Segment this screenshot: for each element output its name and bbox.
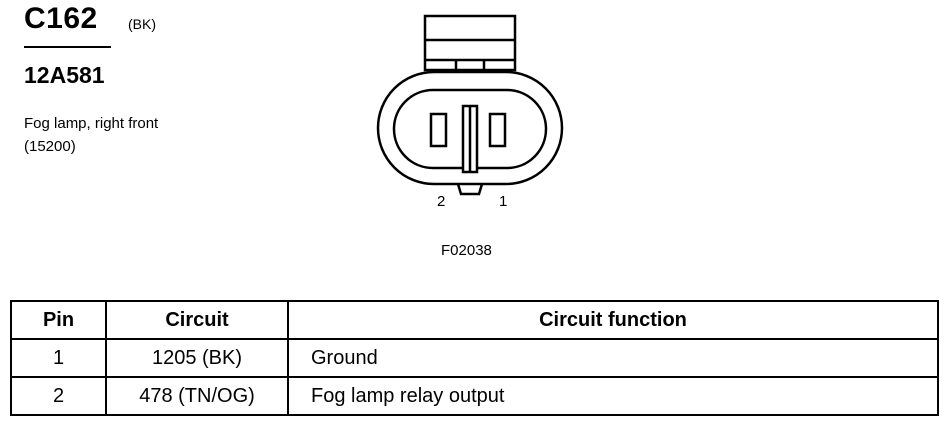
latch-housing [423, 14, 517, 72]
connector-description-code: (15200) [24, 138, 76, 155]
table-row: 1 1205 (BK) Ground [10, 338, 939, 378]
pin-label-2: 2 [437, 193, 446, 210]
header-pin: Pin [10, 300, 107, 340]
pin-cavity-2 [429, 112, 448, 148]
cell-pin: 1 [10, 338, 107, 378]
pin-label-1: 1 [499, 193, 508, 210]
cell-circuit-function: Fog lamp relay output [287, 376, 939, 416]
figure-code: F02038 [441, 242, 492, 259]
cell-circuit: 478 (TN/OG) [105, 376, 289, 416]
table-header-row: Pin Circuit Circuit function [10, 300, 939, 340]
connector-id: C162 [24, 2, 98, 35]
header-circuit-function: Circuit function [287, 300, 939, 340]
connector-face-diagram [376, 14, 564, 196]
cell-circuit: 1205 (BK) [105, 338, 289, 378]
table-row: 2 478 (TN/OG) Fog lamp relay output [10, 376, 939, 416]
header-circuit: Circuit [105, 300, 289, 340]
cell-pin: 2 [10, 376, 107, 416]
connector-color: (BK) [128, 16, 156, 32]
title-underline [24, 46, 111, 48]
pin-table: Pin Circuit Circuit function 1 1205 (BK)… [10, 300, 939, 416]
cell-circuit-function: Ground [287, 338, 939, 378]
part-number: 12A581 [24, 62, 105, 88]
locating-tab [456, 183, 484, 196]
pin-cavity-1 [488, 112, 507, 148]
connector-description: Fog lamp, right front [24, 115, 159, 132]
